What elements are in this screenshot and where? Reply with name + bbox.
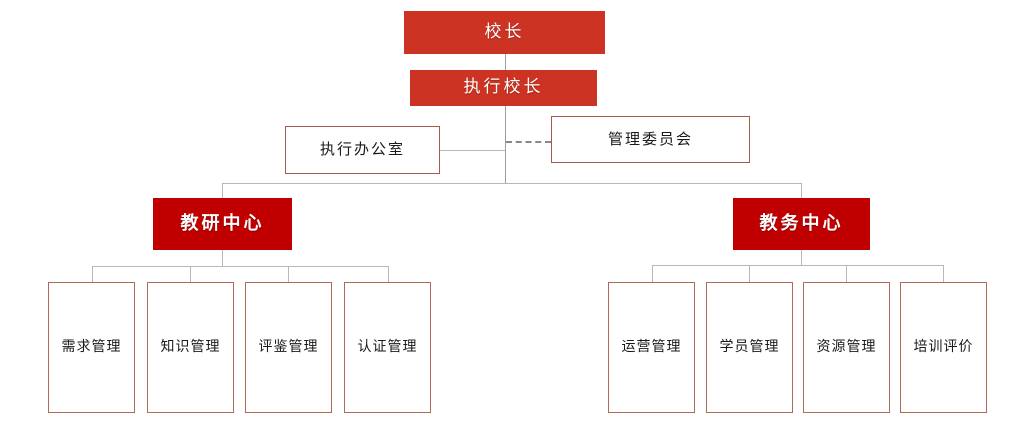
connector-affairs-center-stem <box>801 249 802 265</box>
connector-right-drop-4 <box>943 265 944 282</box>
node-right-child-3-label: 资源管理 <box>816 339 877 356</box>
node-right-child-2-label: 学员管理 <box>719 339 780 356</box>
node-right-child-3[interactable]: 资源管理 <box>803 282 890 413</box>
connector-right-distribution-bar <box>652 265 943 266</box>
connector-left-drop-2 <box>190 266 191 282</box>
connector-right-drop-3 <box>846 265 847 282</box>
node-left-child-2[interactable]: 知识管理 <box>147 282 234 413</box>
node-left-child-2-label: 知识管理 <box>160 339 221 356</box>
node-left-child-4-label: 认证管理 <box>357 339 418 356</box>
connector-right-drop-2 <box>749 265 750 282</box>
connector-drop-to-research-center <box>222 183 223 199</box>
node-principal-label: 校长 <box>484 21 525 42</box>
node-right-child-1[interactable]: 运营管理 <box>608 282 695 413</box>
node-left-child-1-label: 需求管理 <box>61 339 122 356</box>
connector-left-drop-1 <box>92 266 93 282</box>
node-right-child-4-label: 培训评价 <box>913 339 974 356</box>
node-right-child-2[interactable]: 学员管理 <box>706 282 793 413</box>
node-academic-affairs-center-label: 教务中心 <box>759 212 844 234</box>
node-left-child-3[interactable]: 评鉴管理 <box>245 282 332 413</box>
connector-trunk-to-committee-dashed <box>506 141 551 143</box>
connector-drop-to-affairs-center <box>801 183 802 199</box>
connector-main-distribution-bar <box>222 183 802 184</box>
node-teaching-research-center-label: 教研中心 <box>180 212 265 234</box>
node-right-child-4[interactable]: 培训评价 <box>900 282 987 413</box>
node-executive-principal[interactable]: 执行校长 <box>410 70 597 106</box>
node-management-committee[interactable]: 管理委员会 <box>551 116 750 163</box>
node-principal[interactable]: 校长 <box>404 11 605 54</box>
node-management-committee-label: 管理委员会 <box>607 129 693 148</box>
connector-office-to-trunk <box>440 150 505 151</box>
node-left-child-1[interactable]: 需求管理 <box>48 282 135 413</box>
node-right-child-1-label: 运营管理 <box>621 339 682 356</box>
connector-research-center-stem <box>222 249 223 266</box>
node-left-child-3-label: 评鉴管理 <box>258 339 319 356</box>
node-executive-office-label: 执行办公室 <box>319 140 405 159</box>
connector-right-drop-1 <box>652 265 653 282</box>
node-executive-office[interactable]: 执行办公室 <box>285 126 440 174</box>
connector-principal-to-executive <box>505 53 506 71</box>
connector-left-distribution-bar <box>92 266 388 267</box>
node-executive-principal-label: 执行校长 <box>463 77 544 98</box>
node-academic-affairs-center[interactable]: 教务中心 <box>733 198 870 250</box>
connector-left-drop-4 <box>388 266 389 282</box>
connector-executive-trunk <box>505 105 506 184</box>
connector-left-drop-3 <box>288 266 289 282</box>
node-teaching-research-center[interactable]: 教研中心 <box>153 198 292 250</box>
node-left-child-4[interactable]: 认证管理 <box>344 282 431 413</box>
